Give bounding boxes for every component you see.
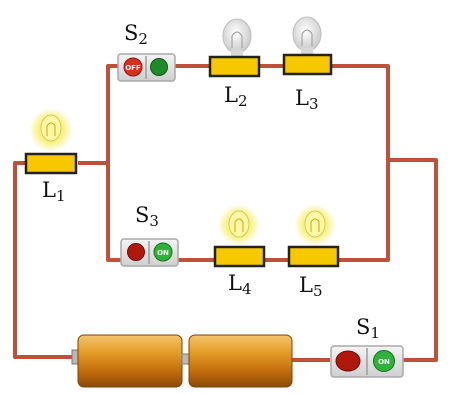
label-l1: L1 bbox=[42, 178, 66, 205]
label-l2-main: L bbox=[224, 83, 238, 107]
label-l5-sub: 5 bbox=[313, 282, 323, 300]
lamp-l4[interactable] bbox=[213, 204, 266, 268]
lamp-l3-base bbox=[282, 53, 333, 76]
lamp-l3-filament bbox=[301, 29, 313, 46]
battery-cell-connector bbox=[181, 353, 190, 365]
label-s3: S3 bbox=[135, 203, 159, 230]
label-l5-main: L bbox=[299, 273, 313, 297]
switch-s2[interactable]: OFF bbox=[117, 53, 176, 82]
label-l2-sub: 2 bbox=[238, 92, 248, 110]
label-l3-main: L bbox=[295, 86, 309, 110]
lamp-l1-filament bbox=[46, 122, 56, 136]
lamp-l1[interactable] bbox=[24, 108, 78, 175]
switch-s1-on-indicator bbox=[373, 350, 395, 372]
switch-s2-indicator-green bbox=[150, 58, 168, 76]
lamp-l4-base bbox=[213, 245, 266, 268]
lamp-l2-filament bbox=[231, 31, 243, 48]
label-s1-sub: 1 bbox=[370, 324, 380, 342]
lamp-l1-bulb-icon bbox=[40, 114, 62, 142]
label-s3-main: S bbox=[135, 203, 149, 227]
battery bbox=[71, 334, 293, 388]
label-l5: L5 bbox=[299, 273, 323, 300]
switch-s1[interactable]: ON bbox=[330, 345, 404, 378]
lamp-l5[interactable] bbox=[287, 204, 340, 268]
lamp-l3[interactable] bbox=[282, 16, 333, 76]
switch-s3[interactable]: ON bbox=[120, 238, 179, 267]
lamp-l5-filament bbox=[310, 218, 320, 232]
label-l3-sub: 3 bbox=[309, 95, 319, 113]
lamp-l3-neck bbox=[301, 48, 313, 55]
lamp-l3-bulb-icon bbox=[292, 16, 322, 52]
lamp-l4-filament bbox=[234, 218, 244, 232]
battery-cell-1 bbox=[77, 334, 183, 388]
lamp-l2-neck bbox=[231, 50, 243, 57]
wire-battery-left bbox=[13, 161, 72, 359]
label-l1-main: L bbox=[42, 178, 56, 202]
label-l4-main: L bbox=[228, 271, 242, 295]
switch-s2-off-indicator bbox=[123, 57, 143, 77]
label-s2-main: S bbox=[124, 21, 138, 45]
wire-left-branch bbox=[78, 64, 390, 165]
label-l2: L2 bbox=[224, 83, 248, 110]
switch-s3-on-indicator bbox=[153, 242, 173, 262]
switch-s2-state-text: OFF bbox=[125, 64, 141, 72]
label-s1-main: S bbox=[356, 315, 370, 339]
switch-s1-state-text: ON bbox=[378, 358, 390, 366]
label-l3: L3 bbox=[295, 86, 319, 113]
wire-right-drop bbox=[388, 158, 438, 362]
switch-s1-indicator-red bbox=[335, 350, 361, 372]
label-l4-sub: 4 bbox=[242, 280, 252, 298]
wires bbox=[13, 64, 438, 362]
label-l4: L4 bbox=[228, 271, 252, 298]
label-s2-sub: 2 bbox=[138, 30, 148, 48]
lamp-l5-bulb-icon bbox=[304, 210, 326, 238]
lamp-l5-base bbox=[287, 245, 340, 268]
label-l1-sub: 1 bbox=[56, 187, 66, 205]
lamp-l1-base bbox=[24, 152, 78, 175]
lamp-l2-bulb-icon bbox=[222, 18, 252, 54]
lamp-l2-base bbox=[208, 55, 261, 78]
battery-terminal-left bbox=[71, 349, 79, 365]
switch-s3-state-text: ON bbox=[157, 249, 169, 257]
switch-s3-indicator-red bbox=[127, 243, 145, 261]
label-s3-sub: 3 bbox=[149, 212, 159, 230]
lamp-l2[interactable] bbox=[208, 18, 261, 78]
battery-cell-2 bbox=[188, 334, 293, 388]
label-s1: S1 bbox=[356, 315, 380, 342]
lamp-l4-bulb-icon bbox=[228, 210, 250, 238]
label-s2: S2 bbox=[124, 21, 148, 48]
